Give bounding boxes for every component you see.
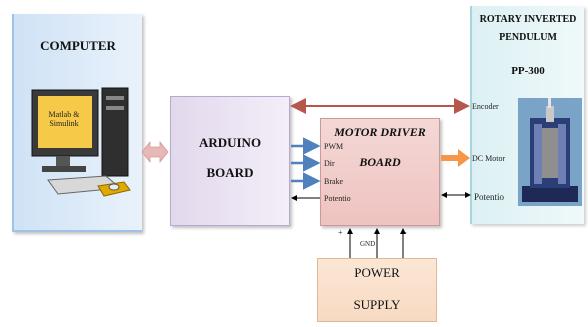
dc-motor-arrow	[441, 149, 470, 167]
usb-connection-arrow	[142, 142, 168, 162]
